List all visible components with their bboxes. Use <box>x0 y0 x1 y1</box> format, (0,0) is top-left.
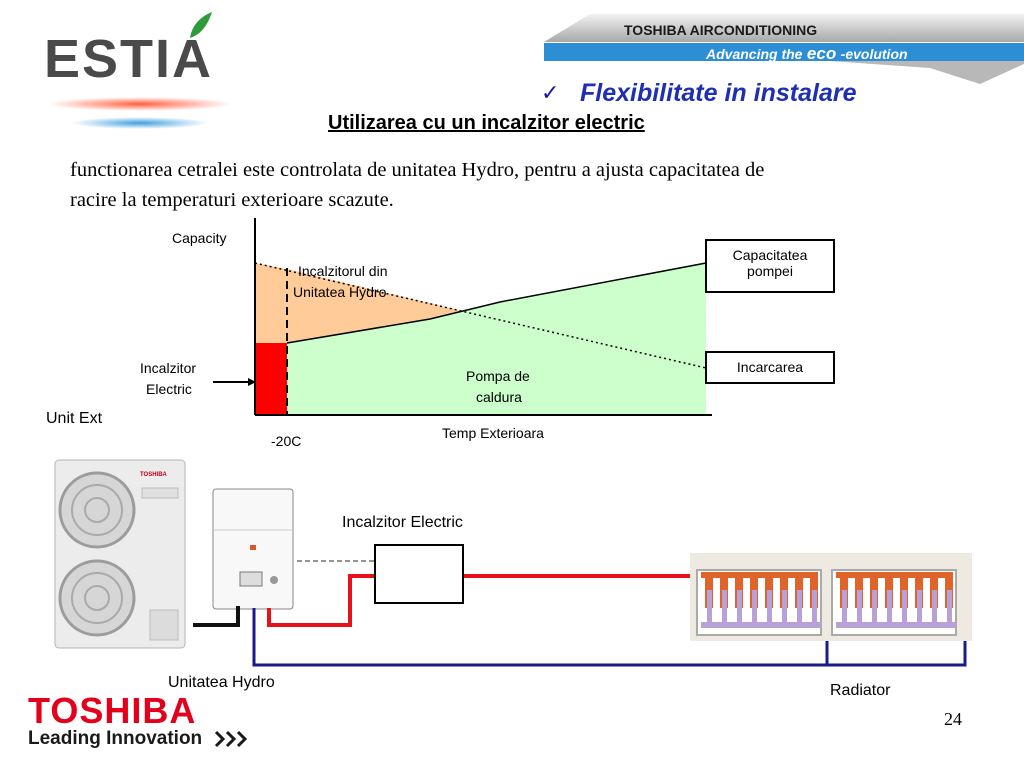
hydro-heater-label-2: Unitatea Hydro <box>293 284 387 300</box>
pump-capacity-line <box>286 262 707 344</box>
banner-sub-prefix: Advancing the <box>706 46 803 62</box>
toshiba-banner <box>540 12 1024 84</box>
outdoor-unit-graphic <box>54 459 186 649</box>
x-mark-label: -20C <box>271 433 302 449</box>
banner-sub-suffix: -evolution <box>840 46 908 62</box>
pump-capacity-label-1: Capacitatea <box>732 247 808 263</box>
heat-pump-label-2: caldura <box>476 389 522 405</box>
radiator-cold-header <box>701 622 821 628</box>
radiator-cold-fin <box>812 590 817 626</box>
paragraph-line-1: functionarea cetralei este controlata de… <box>70 159 765 181</box>
tagline-chevrons-icon <box>214 729 254 754</box>
hydro-heater-area <box>255 263 462 343</box>
radiator-cold-fin <box>722 590 727 626</box>
load-box: Incarcarea <box>705 351 835 384</box>
checkmark-icon: ✓ <box>541 80 560 105</box>
blue-pipe <box>252 608 967 667</box>
electric-heater-box <box>374 544 464 604</box>
heat-pump-area <box>287 263 706 415</box>
page-number: 24 <box>944 709 962 729</box>
radiator-cold-fin <box>707 590 712 626</box>
radiator-cold-fin <box>737 590 742 626</box>
radiator-label: Radiator <box>830 682 891 699</box>
radiator-cold-fin <box>872 590 877 626</box>
pump-capacity-box: Capacitatea pompei <box>705 239 835 293</box>
leading-innovation-tagline: Leading Innovation <box>28 728 203 749</box>
electric-heater-label-1: Incalzitor <box>140 360 197 376</box>
electric-heater-area <box>255 343 287 415</box>
toshiba-logo: TOSHIBA <box>28 690 197 731</box>
unit-ext-label: Unit Ext <box>46 410 103 427</box>
radiator-cold-fin <box>947 590 952 626</box>
estia-logo <box>40 10 260 135</box>
radiator-hot-header <box>701 572 817 578</box>
electric-heater-arrowhead <box>248 378 256 386</box>
radiator-cold-fin <box>917 590 922 626</box>
radiator-cold-fin <box>752 590 757 626</box>
x-axis-label: Temp Exterioara <box>442 425 544 441</box>
electric-heater-label-2: Electric <box>146 381 192 397</box>
radiator-hot-header <box>836 572 952 578</box>
black-pipe <box>193 606 240 627</box>
slide-subtitle: Utilizarea cu un incalzitor electric <box>328 112 645 134</box>
red-pipe-hydro <box>267 574 375 627</box>
banner-subtitle: Advancing the eco -evolution <box>706 44 908 64</box>
radiator-cold-fin <box>782 590 787 626</box>
radiator-cold-fin <box>857 590 862 626</box>
banner-swoosh <box>544 14 1024 84</box>
radiator-cold-fin <box>842 590 847 626</box>
estia-swoosh-graphic <box>48 12 232 129</box>
radiator-cold-fin <box>767 590 772 626</box>
radiator-cold-fin <box>887 590 892 626</box>
radiator-cold-fin <box>902 590 907 626</box>
radiator-cold-header <box>836 622 956 628</box>
y-axis-label: Capacity <box>172 230 227 246</box>
slide-heading: Flexibilitate in instalare <box>580 79 857 107</box>
outdoor-unit-brand: TOSHIBA <box>140 472 167 478</box>
banner-title: TOSHIBA AIRCONDITIONING <box>624 22 818 38</box>
banner-sub-eco: eco <box>806 44 837 63</box>
hydro-heater-label-1: Incalzitorul din <box>298 263 388 279</box>
hydro-unit-label: Unitatea Hydro <box>168 674 275 691</box>
paragraph-line-2: racire la temperaturi exterioare scazute… <box>70 189 394 211</box>
load-label: Incarcarea <box>736 359 804 375</box>
radiator-cold-fin <box>797 590 802 626</box>
pump-capacity-label-2: pompei <box>747 263 793 279</box>
radiator-cold-fin <box>932 590 937 626</box>
load-line <box>254 262 707 369</box>
electric-heater-install-label: Incalzitor Electric <box>342 514 463 531</box>
heat-pump-label-1: Pompa de <box>466 368 530 384</box>
estia-logo-text: ESTIA <box>44 29 214 89</box>
